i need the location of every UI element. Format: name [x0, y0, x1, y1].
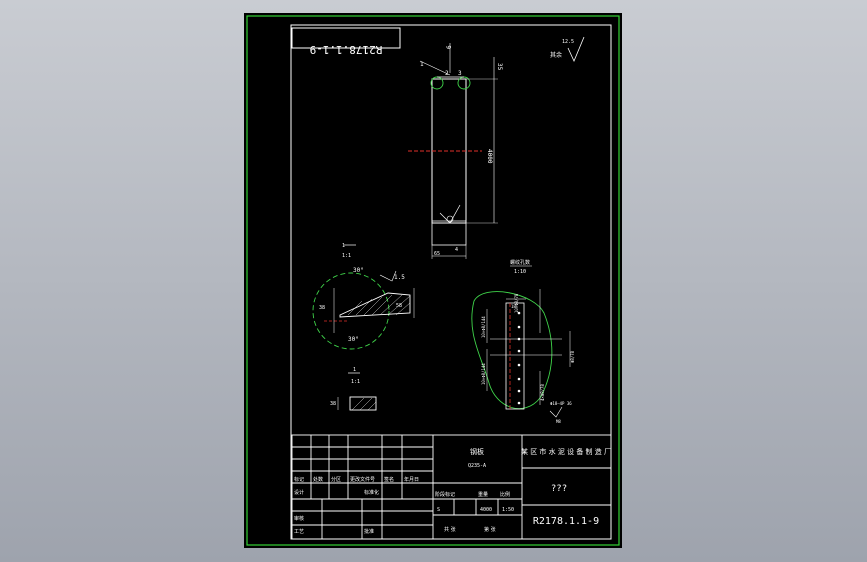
inner-frame: [290, 24, 612, 540]
value-stage: S: [437, 507, 440, 513]
dim-length: 4000: [486, 149, 493, 164]
svg-text:R2178.1.1-9: R2178.1.1-9: [310, 43, 383, 56]
callout-1: 1: [420, 61, 424, 68]
detail-2-section: [337, 372, 377, 411]
detail3-label-6: 4×Φ8/78: [540, 384, 545, 401]
header-date: 年月日: [404, 476, 419, 483]
detail3-label-5: Φ8/78: [570, 350, 575, 363]
detail3-label-8: M8: [556, 419, 561, 424]
dim-width-b: 4: [455, 247, 458, 253]
part-name-placeholder: ???: [551, 484, 567, 494]
material-standard: Q235-A: [468, 463, 486, 469]
detail2-ratio-top: 1: [353, 367, 356, 373]
detail1-angle-b: 30°: [348, 336, 359, 343]
code-box: [291, 27, 401, 49]
title-block: [291, 434, 612, 540]
detail-1-bevel: [312, 244, 415, 350]
dim-top-small: 6: [446, 45, 453, 49]
header-zone: 分区: [331, 476, 341, 483]
detail1-angle-a: 30°: [353, 267, 364, 274]
sheet-number: 第 张: [484, 526, 496, 533]
row-process: 工艺: [294, 529, 304, 535]
detail1-ratio-top: 1: [342, 243, 345, 249]
detail3-label-3: 10×Φ8/78: [514, 293, 519, 313]
row-review: 审核: [294, 515, 304, 522]
row-approve: 批准: [364, 528, 374, 535]
title-block-header: 标记 处数 分区 更改文件号 签名 年月日 设计 标准化 审核 工艺 批准 阶段…: [294, 476, 514, 535]
cad-drawing: R2178.1.1-9 其余 12.5 6 35 4000 65 4 1 2 3: [246, 15, 620, 546]
row-standard: 标准化: [364, 489, 379, 496]
detail1-dim-right: 58: [396, 303, 402, 309]
label-stage: 阶段标记: [435, 491, 455, 498]
detail2-dim: 38: [330, 401, 336, 407]
value-scale: 1:50: [502, 507, 514, 513]
callout-3: 3: [458, 70, 462, 77]
detail3-title: 螺纹孔数: [510, 259, 530, 266]
detail3-label-7: Φ18—4P 36: [550, 401, 572, 406]
sheet-total: 共 张: [444, 526, 456, 533]
drawing-sheet: R2178.1.1-9 其余 12.5 6 35 4000 65 4 1 2 3: [244, 13, 622, 548]
dim-width-a: 65: [434, 251, 440, 257]
detail3-sub: 1:10: [514, 269, 526, 275]
main-bar-view: [408, 43, 498, 259]
detail3-label-4: 18: [511, 304, 516, 309]
detail3-label-2: 10×Φ8/144: [481, 363, 486, 385]
dim-top-angle: 35: [496, 63, 503, 71]
svg-text:其余: 其余: [550, 51, 562, 59]
detail2-ratio-bot: 1:1: [351, 379, 360, 385]
svg-text:12.5: 12.5: [562, 39, 574, 45]
detail1-chamfer: 1.5: [394, 274, 405, 281]
material-name: 钢板: [470, 447, 484, 456]
outer-frame: [246, 15, 620, 546]
detail-3-hole-pattern: [471, 265, 571, 418]
header-sign: 签名: [384, 476, 394, 483]
header-count: 处数: [313, 476, 323, 483]
code-mirrored: R2178.1.1-9: [310, 43, 383, 56]
value-weight: 4000: [480, 507, 492, 513]
roughness-symbol: 其余 12.5: [550, 36, 585, 62]
detail1-ratio-bot: 1:1: [342, 253, 351, 259]
row-design: 设计: [294, 489, 304, 496]
detail1-dim-left: 38: [319, 305, 325, 311]
header-mark: 标记: [294, 476, 304, 483]
label-weight: 重量: [478, 491, 488, 498]
detail3-label-1: 10×Φ8/144: [481, 316, 486, 338]
label-scale: 比例: [500, 491, 510, 498]
company-name: 某 区 市 水 泥 设 备 制 造 厂: [521, 447, 611, 456]
callout-2: 2: [445, 70, 449, 77]
header-file: 更改文件号: [350, 476, 375, 483]
drawing-code: R2178.1.1-9: [533, 516, 599, 527]
